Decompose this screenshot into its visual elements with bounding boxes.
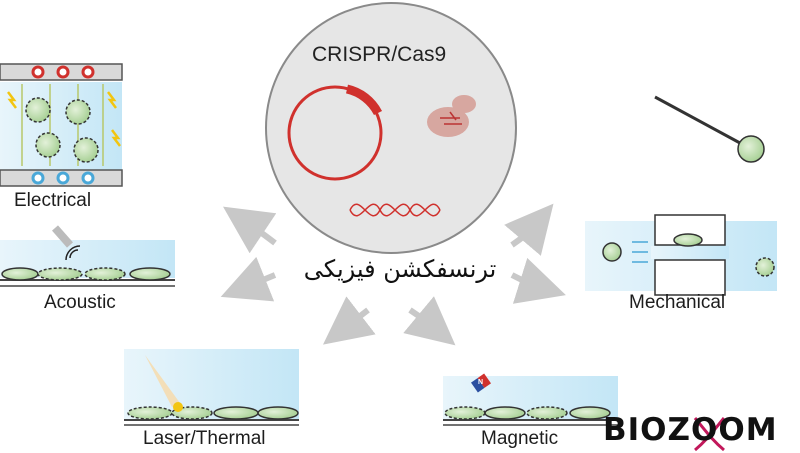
magnet-pole-label: N [478, 379, 484, 386]
magnetic-panel [443, 373, 618, 426]
logo-dna-icon [693, 417, 726, 452]
acoustic-panel [0, 225, 175, 287]
lightning-icon [7, 91, 17, 109]
laser-panel [124, 349, 299, 426]
electrical-panel [0, 63, 123, 187]
crispr-circle [265, 2, 517, 254]
crispr-title: CRISPR/Cas9 [312, 43, 447, 66]
magnetic-label: Magnetic [481, 428, 559, 449]
acoustic-label: Acoustic [44, 292, 116, 313]
biozoom-logo: BIOZOOM [603, 412, 778, 448]
laser-thermal-label: Laser/Thermal [143, 428, 266, 449]
electrical-label: Electrical [14, 190, 92, 211]
laser-beam-icon [145, 355, 180, 407]
cas9-protein-icon [427, 95, 476, 137]
sound-wave-icon [65, 245, 81, 261]
direction-arrows [220, 203, 566, 346]
magnet-icon [471, 373, 491, 393]
physical-transfection-title: ترنسفکشن فیزیکی [303, 255, 497, 283]
microinjection-icon [654, 95, 765, 163]
mechanical-label: Mechanical [629, 292, 726, 313]
mechanical-panel [585, 214, 777, 296]
ultrasound-probe-icon [52, 225, 73, 248]
plasmid-icon [287, 85, 383, 181]
dna-helix-icon [349, 203, 441, 217]
